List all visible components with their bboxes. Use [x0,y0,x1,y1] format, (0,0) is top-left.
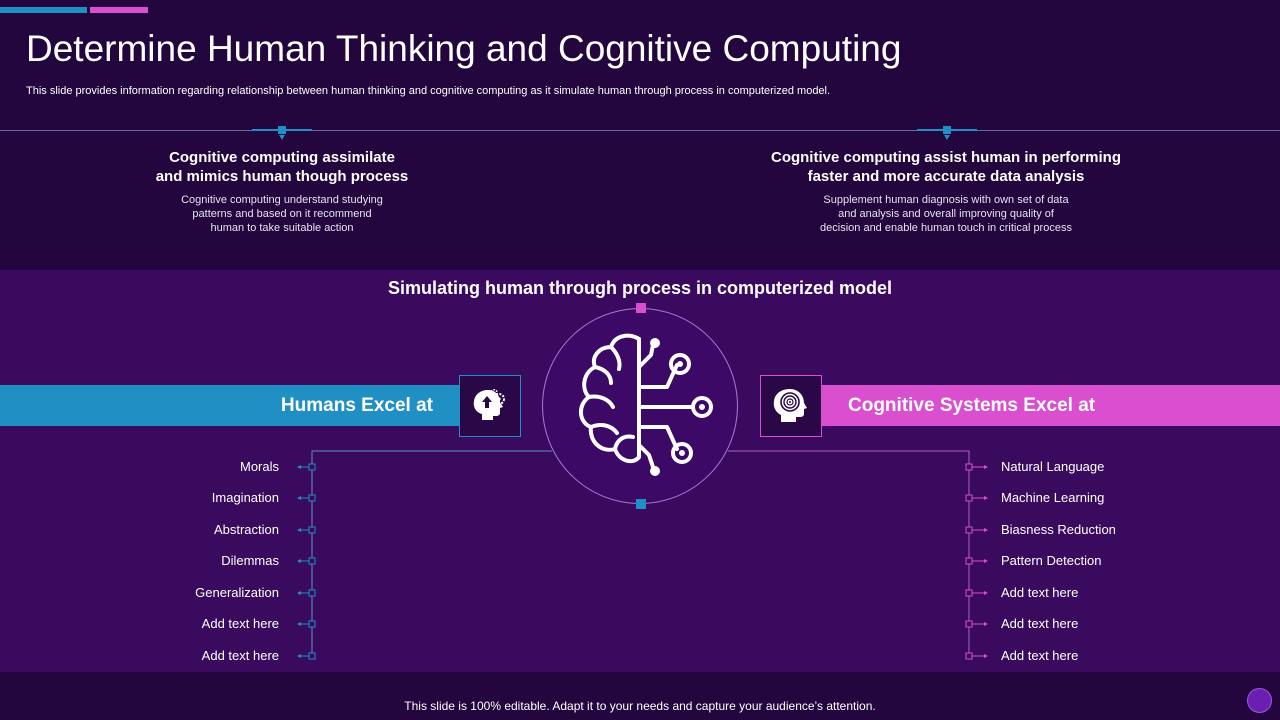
head-gears-icon [459,375,521,437]
list-item: Add text here [1001,616,1079,631]
info-heading-left: Cognitive computing assimilate and mimic… [155,149,409,185]
list-item: Natural Language [1001,459,1105,474]
circle-top-marker [636,303,646,313]
info-body-right: Supplement human diagnosis with own set … [820,194,1072,234]
info-heading-right: Cognitive computing assist human in perf… [770,149,1122,185]
diagram-title: Simulating human through process in comp… [387,278,893,298]
list-item: Add text here [1001,585,1079,600]
footer-circle-button[interactable] [1247,688,1272,713]
list-item: Dilemmas [221,553,279,568]
list-item: Imagination [211,490,279,505]
list-item: Add text here [1001,648,1079,663]
list-item: Pattern Detection [1001,553,1102,568]
head-target-icon [760,375,822,437]
list-item: Generalization [195,585,279,600]
humans-band [0,385,470,426]
cognitive-band [810,385,1280,426]
divider-line [0,130,1280,131]
accent-bar-blue [0,7,87,13]
slide-subtitle: This slide provides information regardin… [26,85,831,97]
list-item: Add text here [201,616,279,631]
list-item: Abstraction [213,522,279,537]
humans-label: Humans Excel at [280,395,433,416]
footer-text: This slide is 100% editable. Adapt it to… [404,699,876,713]
brain-circuit-icon [579,333,713,476]
circle-bottom-marker [636,499,646,509]
list-item: Add text here [201,648,279,663]
list-item: Biasness Reduction [1001,522,1116,537]
list-item: Morals [239,459,279,474]
slide-title: Determine Human Thinking and Cognitive C… [26,28,902,69]
list-item: Machine Learning [1001,490,1105,505]
footer-bar [0,672,1280,720]
accent-bar-pink [90,7,148,13]
info-body-left: Cognitive computing understand studying … [181,194,383,234]
cognitive-label: Cognitive Systems Excel at [848,395,1096,416]
brain-circle [542,308,738,504]
